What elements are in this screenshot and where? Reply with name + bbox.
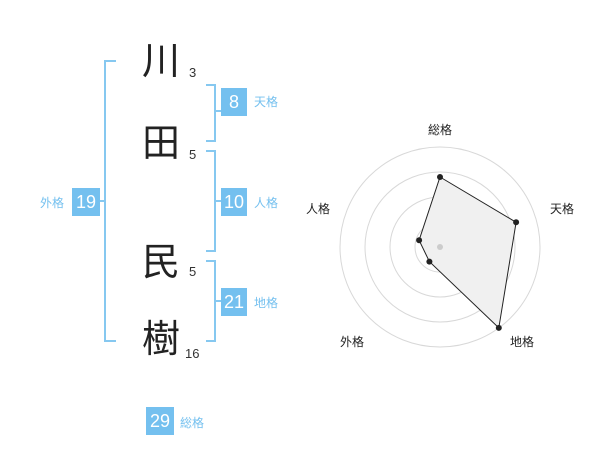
jinkaku-badge: 10 xyxy=(221,188,247,216)
axis-label-jinkaku: 人格 xyxy=(306,201,330,216)
radar-chart: 総格 天格 地格 外格 人格 xyxy=(306,122,574,349)
tenkaku-bracket xyxy=(206,84,216,142)
axis-label-chikaku: 地格 xyxy=(510,334,534,349)
tenkaku-connector xyxy=(215,110,221,112)
name-char-3: 民 xyxy=(142,240,181,284)
chikaku-badge: 21 xyxy=(221,288,247,316)
radar-point-5 xyxy=(416,237,423,244)
stroke-count-3: 5 xyxy=(189,264,197,279)
jinkaku-label: 人格 xyxy=(254,196,279,210)
chikaku-label: 地格 xyxy=(254,296,279,310)
radar-point-1 xyxy=(437,174,443,180)
soukaku-badge: 29 xyxy=(146,407,174,435)
radar-ring xyxy=(339,146,541,348)
radar-center xyxy=(437,244,443,250)
soukaku-label: 総格 xyxy=(180,416,205,430)
name-char-2: 田 xyxy=(142,121,181,165)
name-char-4: 樹 xyxy=(142,317,181,361)
gaikaku-label: 外格 xyxy=(40,196,65,210)
axis-label-tenkaku: 天格 xyxy=(550,201,574,216)
gaikaku-badge: 19 xyxy=(72,188,100,216)
chikaku-connector xyxy=(215,300,221,302)
radar-ring xyxy=(364,171,516,323)
axis-label-gaikaku: 外格 xyxy=(340,334,364,349)
radar-point-3 xyxy=(495,324,502,331)
stroke-count-4: 16 xyxy=(185,346,200,361)
tenkaku-label: 天格 xyxy=(254,95,279,109)
stroke-count-1: 3 xyxy=(189,65,197,80)
radar-point-4 xyxy=(426,258,433,265)
stroke-count-2: 5 xyxy=(189,147,197,162)
name-char-1: 川 xyxy=(142,39,181,83)
jinkaku-connector xyxy=(215,200,221,202)
gaikaku-connector xyxy=(99,200,106,202)
radar-point-2 xyxy=(513,219,520,226)
radar-polygon xyxy=(418,176,517,329)
tenkaku-badge: 8 xyxy=(221,88,247,116)
axis-label-soukaku: 総格 xyxy=(428,122,452,137)
